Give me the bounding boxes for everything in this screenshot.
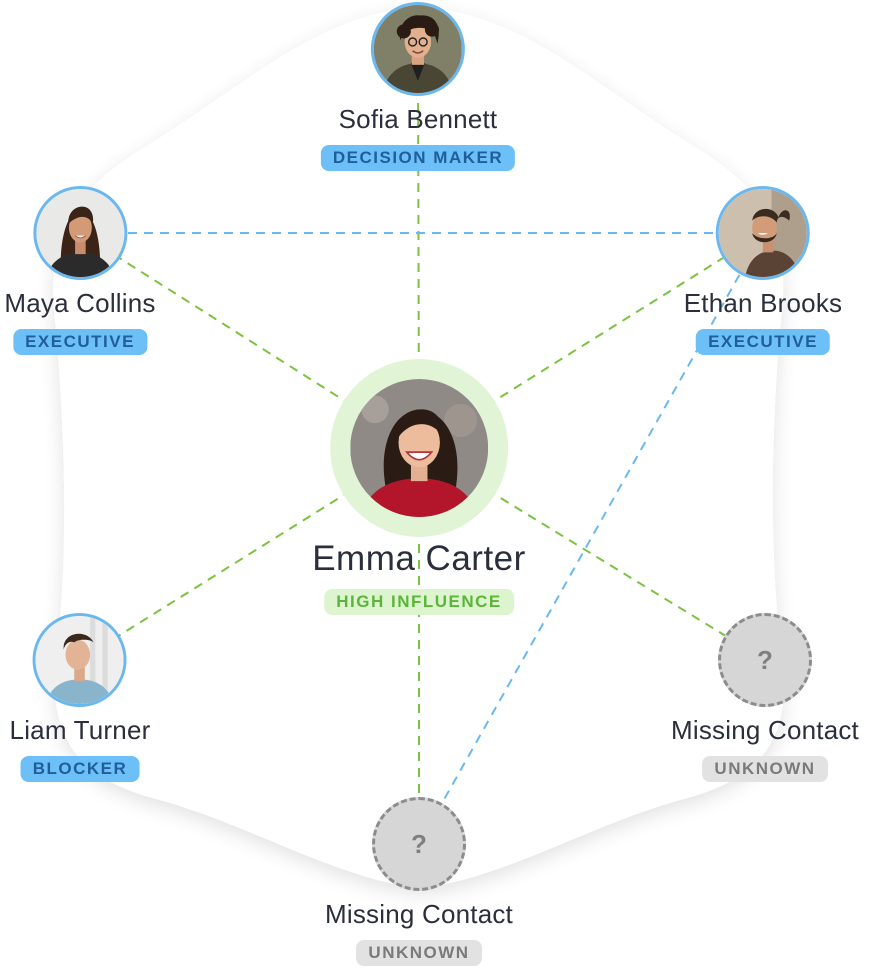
- contact-name: Missing Contact: [325, 899, 513, 929]
- contact-maya-collins[interactable]: Maya Collins EXECUTIVE: [4, 186, 155, 355]
- avatar-liam[interactable]: [32, 613, 127, 707]
- contact-name: Maya Collins: [4, 288, 156, 318]
- person-avatar-icon: [373, 5, 462, 93]
- person-avatar-icon: [350, 379, 488, 517]
- influence-ring: [330, 359, 508, 537]
- role-badge: EXECUTIVE: [696, 329, 830, 355]
- influence-badge: HIGH INFLUENCE: [324, 589, 514, 615]
- contact-emma-carter[interactable]: Emma Carter HIGH INFLUENCE: [312, 359, 526, 615]
- contact-name: Missing Contact: [671, 715, 859, 745]
- role-badge: EXECUTIVE: [13, 329, 147, 355]
- question-mark-icon[interactable]: ?: [718, 613, 812, 707]
- contact-missing-bottom[interactable]: ? Missing Contact UNKNOWN: [325, 797, 513, 966]
- contact-missing-right[interactable]: ? Missing Contact UNKNOWN: [671, 613, 859, 782]
- contact-name: Liam Turner: [9, 715, 151, 745]
- role-badge: UNKNOWN: [356, 940, 482, 966]
- role-badge: BLOCKER: [20, 756, 140, 782]
- contact-name: Ethan Brooks: [683, 288, 843, 318]
- role-badge: DECISION MAKER: [320, 145, 516, 171]
- contact-liam-turner[interactable]: Liam Turner BLOCKER: [10, 613, 151, 782]
- avatar-emma[interactable]: [350, 379, 488, 517]
- avatar-ethan[interactable]: [716, 186, 810, 280]
- center-name: Emma Carter: [312, 539, 526, 578]
- avatar-maya[interactable]: [32, 186, 127, 280]
- role-badge: UNKNOWN: [702, 756, 828, 782]
- contact-ethan-brooks[interactable]: Ethan Brooks EXECUTIVE: [684, 186, 843, 355]
- person-avatar-icon: [35, 189, 124, 277]
- person-avatar-icon: [35, 616, 124, 704]
- contact-sofia-bennett[interactable]: Sofia Bennett DECISION MAKER: [320, 2, 516, 171]
- contact-name: Sofia Bennett: [338, 104, 498, 134]
- avatar-sofia[interactable]: [370, 2, 465, 96]
- person-avatar-icon: [719, 189, 807, 277]
- question-mark-icon[interactable]: ?: [372, 797, 466, 891]
